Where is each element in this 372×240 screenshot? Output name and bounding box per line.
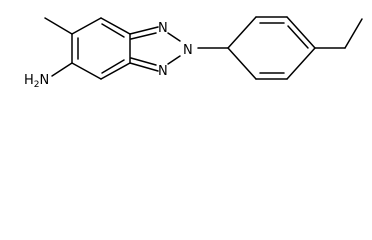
benzotriazole-benzene-ring [71, 17, 131, 80]
bond [286, 47, 316, 80]
phenyl-ring [227, 16, 316, 80]
double-bond [130, 32, 157, 40]
atom-n2-label: N [183, 43, 193, 58]
bond [71, 62, 102, 80]
molecule-structure: N N N H2N [24, 16, 363, 90]
bond [100, 62, 131, 80]
amine-bond [51, 62, 73, 77]
double-bond-inner [287, 25, 309, 49]
amine-subscript: 2 [34, 80, 40, 90]
double-bond-inner [101, 23, 125, 38]
amine-h: H [24, 73, 34, 88]
ethyl-bond-2 [344, 18, 363, 49]
bond [167, 55, 181, 65]
bond [227, 47, 257, 80]
bond [167, 32, 181, 42]
atom-n1-label: N [158, 21, 168, 36]
atom-n3-label: N [158, 64, 168, 79]
triazole-ring [129, 26, 181, 72]
bond [71, 17, 102, 35]
bond [227, 16, 257, 49]
double-bond [130, 57, 157, 66]
bond [129, 26, 159, 35]
bond [286, 16, 316, 49]
amine-n: N [40, 73, 50, 88]
bond [100, 17, 131, 35]
amine-label: H2N [24, 73, 49, 90]
double-bond-inner [101, 59, 125, 74]
bond [129, 62, 159, 72]
methyl-bond [44, 17, 73, 35]
